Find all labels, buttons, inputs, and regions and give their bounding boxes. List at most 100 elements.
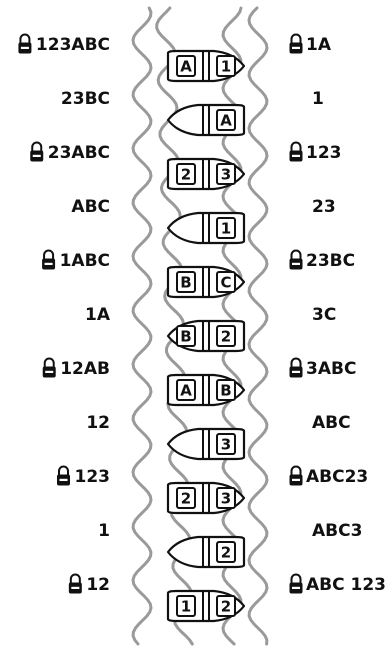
- left-bank-state: ABC: [71, 197, 110, 217]
- boat-passenger-label: B: [180, 328, 191, 346]
- right-bank-state: 23BC: [289, 249, 355, 271]
- left-bank-label: 1: [98, 521, 110, 541]
- padlock-icon: [289, 141, 303, 162]
- boat-seat: [216, 433, 236, 455]
- left-bank-state: 23ABC: [30, 141, 110, 163]
- right-bank-label: 23BC: [306, 251, 355, 271]
- boat-seat: [216, 325, 236, 347]
- right-bank-state: ABC23: [289, 465, 368, 487]
- right-bank-state: 23: [312, 197, 336, 217]
- river-line-4: [247, 6, 269, 646]
- right-bank-label: 23: [312, 197, 336, 217]
- left-bank-label: 12: [86, 413, 110, 433]
- boat-seat: [176, 271, 196, 293]
- boat-passenger-label: 2: [221, 598, 231, 616]
- left-bank-state: 12: [86, 413, 110, 433]
- left-bank-label: ABC: [71, 197, 110, 217]
- boat-icon: 1: [166, 211, 246, 245]
- boat-seat: [216, 271, 236, 293]
- padlock-icon: [57, 465, 70, 486]
- right-bank-state: 1: [312, 89, 324, 109]
- right-bank-state: 1A: [289, 33, 332, 55]
- right-bank-label: ABC: [312, 413, 351, 433]
- boat-passenger-label: 1: [221, 220, 231, 238]
- right-bank-label: 3C: [312, 305, 336, 325]
- boat-passenger-label: 2: [181, 166, 191, 184]
- padlock-icon: [289, 465, 303, 486]
- boat-seat: [216, 109, 236, 131]
- right-bank-label: ABC23: [306, 467, 368, 487]
- right-bank-state: ABC 123: [289, 573, 386, 595]
- boat-passenger-label: 2: [221, 544, 231, 562]
- boat-icon: 3: [166, 427, 246, 461]
- padlock-icon: [18, 33, 32, 54]
- left-bank-state: 1: [98, 521, 110, 541]
- left-bank-state: 1ABC: [42, 249, 110, 271]
- boat-icon: 2: [166, 535, 246, 569]
- boat-passenger-label: 3: [221, 490, 231, 508]
- left-bank-label: 1A: [85, 305, 111, 325]
- boat-passenger-label: 1: [221, 58, 231, 76]
- right-bank-label: 3ABC: [306, 359, 356, 379]
- left-bank-state: 23BC: [61, 89, 110, 109]
- left-bank: 123ABC 23BC 23ABC ABC 1ABC 1A 12AB 12 123 1 12: [18, 33, 111, 595]
- boat-seat: [216, 217, 236, 239]
- boat-seat: [216, 595, 236, 617]
- padlock-icon: [68, 573, 82, 594]
- boat-seat: [176, 487, 196, 509]
- boat-passenger-label: 2: [221, 328, 231, 346]
- river-line-1: [131, 6, 153, 646]
- left-bank-label: 23ABC: [48, 143, 110, 163]
- right-bank-state: ABC3: [312, 521, 362, 541]
- boat-passenger-label: A: [180, 382, 192, 400]
- left-bank-state: 1A: [85, 305, 111, 325]
- padlock-icon: [289, 249, 303, 270]
- boat-seat: [216, 55, 236, 77]
- boat-passenger-label: C: [220, 274, 231, 292]
- padlock-icon: [30, 141, 44, 162]
- left-bank-label: 123: [75, 467, 111, 487]
- boat-passenger-label: B: [180, 274, 191, 292]
- padlock-icon: [289, 33, 303, 54]
- boat-seat: [176, 163, 196, 185]
- left-bank-label: 123ABC: [36, 35, 110, 55]
- boat-seat: [176, 595, 196, 617]
- right-bank-state: ABC: [312, 413, 351, 433]
- boat-seat: [176, 55, 196, 77]
- boat-passenger-label: A: [220, 112, 232, 130]
- padlock-icon: [289, 573, 303, 594]
- boat-seat: [176, 325, 196, 347]
- left-bank-label: 12AB: [60, 359, 110, 379]
- padlock-icon: [42, 357, 56, 378]
- right-bank-state: 3C: [312, 305, 336, 325]
- left-bank-label: 12: [86, 575, 110, 595]
- right-bank-label: 123: [306, 143, 342, 163]
- boat-seat: [216, 163, 236, 185]
- padlock-icon: [42, 249, 56, 270]
- right-bank-label: 1: [312, 89, 324, 109]
- boat-passenger-label: A: [180, 58, 192, 76]
- right-bank-label: 1A: [306, 35, 332, 55]
- boat-passenger-label: 1: [181, 598, 191, 616]
- left-bank-label: 23BC: [61, 89, 110, 109]
- boat-seat: [216, 379, 236, 401]
- left-bank-label: 1ABC: [60, 251, 110, 271]
- padlock-icon: [289, 357, 303, 378]
- boat-icon: A: [166, 103, 246, 137]
- right-bank-label: ABC3: [312, 521, 362, 541]
- left-bank-state: 123: [57, 465, 111, 487]
- boat-passenger-label: B: [220, 382, 231, 400]
- boat-passenger-label: 3: [221, 166, 231, 184]
- boat-passenger-label: 3: [221, 436, 231, 454]
- left-bank-state: 123ABC: [18, 33, 110, 55]
